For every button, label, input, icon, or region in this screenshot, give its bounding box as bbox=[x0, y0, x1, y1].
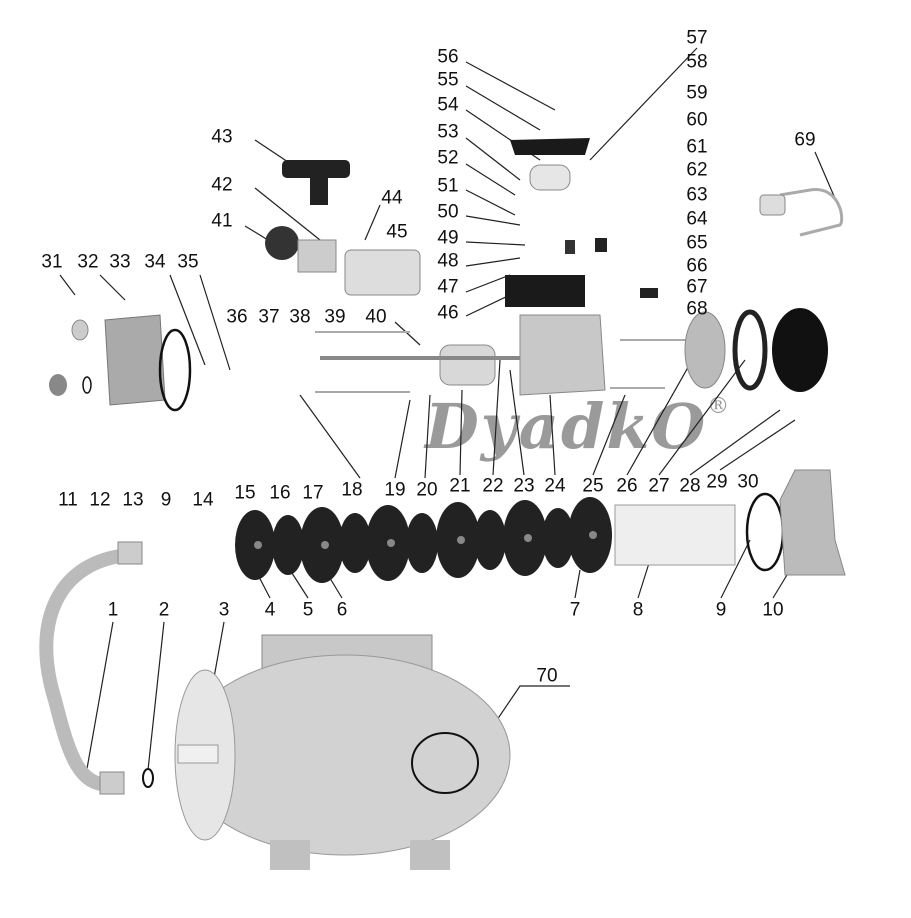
part-number-label: 30 bbox=[737, 471, 759, 493]
part-number-label: 15 bbox=[234, 482, 256, 504]
part-number-label: 68 bbox=[686, 298, 708, 320]
part-number-label: 10 bbox=[762, 599, 784, 621]
part-number-label: 5 bbox=[302, 599, 314, 621]
part-number-label: 65 bbox=[686, 232, 708, 254]
part-number-label: 48 bbox=[437, 250, 459, 272]
part-number-label: 20 bbox=[416, 479, 438, 501]
part-number-label: 27 bbox=[648, 475, 670, 497]
part-number-label: 37 bbox=[258, 306, 280, 328]
part-number-label: 61 bbox=[686, 136, 708, 158]
part-number-label: 70 bbox=[536, 665, 558, 687]
part-number-label: 9 bbox=[160, 489, 172, 511]
motor-body bbox=[519, 314, 606, 396]
part-number-label: 33 bbox=[109, 251, 131, 273]
hose bbox=[39, 548, 131, 792]
part-number-label: 54 bbox=[437, 94, 459, 116]
part-number-label: 18 bbox=[341, 479, 363, 501]
part-number-label: 66 bbox=[686, 255, 708, 277]
part-number-label: 11 bbox=[58, 489, 78, 511]
part-number-label: 8 bbox=[632, 599, 644, 621]
part-number-label: 3 bbox=[218, 599, 230, 621]
part-number-label: 21 bbox=[449, 475, 471, 497]
part-number-label: 67 bbox=[686, 276, 708, 298]
part-number-label: 2 bbox=[158, 599, 170, 621]
part-number-label: 45 bbox=[386, 221, 408, 243]
watermark-text: DyadkO bbox=[425, 390, 708, 463]
part-number-label: 23 bbox=[513, 475, 535, 497]
part-number-label: 51 bbox=[437, 175, 459, 197]
terminal-box bbox=[505, 275, 585, 307]
part-number-label: 24 bbox=[544, 475, 566, 497]
part-number-label: 31 bbox=[41, 251, 63, 273]
part-number-label: 43 bbox=[211, 126, 233, 148]
part-number-label: 58 bbox=[686, 51, 708, 73]
part-number-label: 46 bbox=[437, 302, 459, 324]
part-number-label: 9 bbox=[715, 599, 727, 621]
part-number-label: 16 bbox=[269, 482, 291, 504]
part-number-label: 49 bbox=[437, 227, 459, 249]
part-number-label: 55 bbox=[437, 69, 459, 91]
part-number-label: 38 bbox=[289, 306, 311, 328]
part-number-label: 44 bbox=[381, 187, 403, 209]
part-number-label: 50 bbox=[437, 201, 459, 223]
part-number-label: 59 bbox=[686, 82, 708, 104]
part-number-label: 35 bbox=[177, 251, 199, 273]
part-number-label: 13 bbox=[122, 489, 144, 511]
leader-lines bbox=[59, 47, 841, 781]
part-number-label: 4 bbox=[264, 599, 276, 621]
part-number-label: 28 bbox=[679, 475, 701, 497]
part-number-label: 19 bbox=[384, 479, 406, 501]
part-number-label: 14 bbox=[192, 489, 214, 511]
part-number-label: 41 bbox=[211, 210, 233, 232]
part-number-label: 57 bbox=[686, 27, 708, 49]
part-number-label: 63 bbox=[686, 184, 708, 206]
pump-housing bbox=[779, 469, 846, 576]
part-number-label: 36 bbox=[226, 306, 248, 328]
part-number-label: 34 bbox=[144, 251, 166, 273]
part-number-label: 53 bbox=[437, 121, 459, 143]
sleeve bbox=[614, 504, 736, 566]
part-number-label: 39 bbox=[324, 306, 346, 328]
part-number-label: 32 bbox=[77, 251, 99, 273]
part-number-label: 52 bbox=[437, 147, 459, 169]
part-number-label: 17 bbox=[302, 482, 324, 504]
part-number-label: 69 bbox=[794, 129, 816, 151]
watermark-logo: DyadkO® bbox=[425, 396, 731, 458]
part-number-label: 56 bbox=[437, 46, 459, 68]
part-number-label: 47 bbox=[437, 276, 459, 298]
part-number-label: 29 bbox=[706, 471, 728, 493]
pressure-tank bbox=[174, 634, 511, 870]
part-number-label: 26 bbox=[616, 475, 638, 497]
part-number-label: 42 bbox=[211, 174, 233, 196]
impeller-stack bbox=[235, 497, 612, 583]
part-number-label: 6 bbox=[336, 599, 348, 621]
registered-mark: ® bbox=[707, 394, 732, 419]
part-number-label: 64 bbox=[686, 208, 708, 230]
part-number-label: 40 bbox=[365, 306, 387, 328]
part-number-label: 7 bbox=[569, 599, 581, 621]
part-number-label: 12 bbox=[89, 489, 111, 511]
part-number-label: 62 bbox=[686, 159, 708, 181]
rotor bbox=[439, 344, 496, 386]
part-number-label: 25 bbox=[582, 475, 604, 497]
part-number-label: 22 bbox=[482, 475, 504, 497]
part-number-label: 60 bbox=[686, 109, 708, 131]
part-number-label: 1 bbox=[107, 599, 119, 621]
